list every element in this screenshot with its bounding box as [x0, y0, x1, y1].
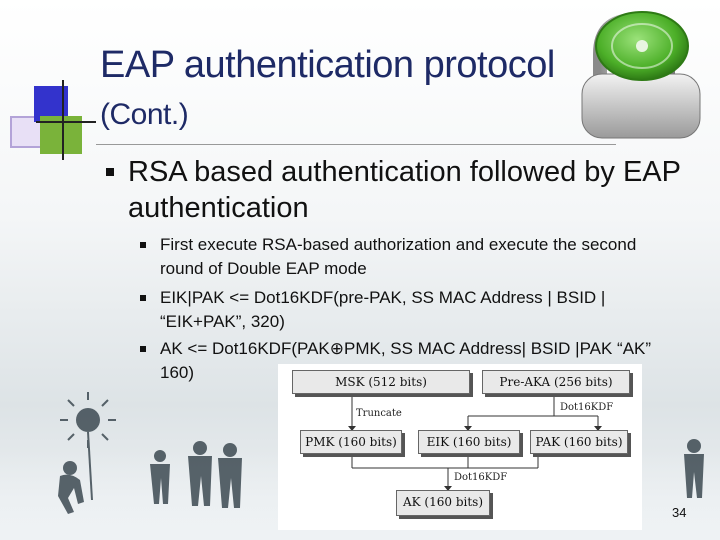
pak-box: PAK (160 bits): [530, 430, 628, 454]
pre-aka-box: Pre-AKA (256 bits): [482, 370, 630, 394]
sub-bullet-marker: [140, 242, 146, 248]
slide-title: EAP authentication protocol (Cont.): [100, 42, 555, 138]
slide-title-line1: EAP authentication protocol: [100, 44, 555, 86]
diagram-connectors: [348, 394, 602, 491]
dot16kdf-label-bottom: Dot16KDF: [454, 472, 508, 483]
main-bullet-text: RSA based authentication followed by EAP…: [128, 156, 681, 224]
ak-box: AK (160 bits): [396, 490, 490, 516]
sub-bullet-marker: [140, 346, 146, 352]
key-derivation-diagram: MSK (512 bits) Pre-AKA (256 bits) Trunca…: [278, 364, 642, 530]
sub-bullet-1: First execute RSA-based authorization an…: [160, 235, 637, 278]
pmk-box: PMK (160 bits): [300, 430, 402, 454]
people-silhouettes-illustration: [58, 392, 704, 514]
title-divider: [96, 144, 616, 145]
page-number: 34: [672, 505, 687, 520]
sub-bullet-3: AK <= Dot16KDF(PAK⊕PMK, SS MAC Address| …: [160, 339, 652, 382]
padlock-icon: [581, 11, 701, 139]
deco-line-vertical: [62, 80, 64, 160]
msk-box: MSK (512 bits): [292, 370, 470, 394]
bullet-marker: [106, 168, 114, 176]
truncate-label: Truncate: [356, 408, 402, 419]
sub-bullet-2: EIK|PAK <= Dot16KDF(pre-PAK, SS MAC Addr…: [160, 288, 606, 331]
sub-bullet-marker: [140, 295, 146, 301]
slide-title-line2: (Cont.): [100, 98, 189, 131]
deco-line-horizontal: [36, 121, 96, 123]
eik-box: EIK (160 bits): [418, 430, 520, 454]
dot16kdf-label-top: Dot16KDF: [560, 402, 614, 413]
